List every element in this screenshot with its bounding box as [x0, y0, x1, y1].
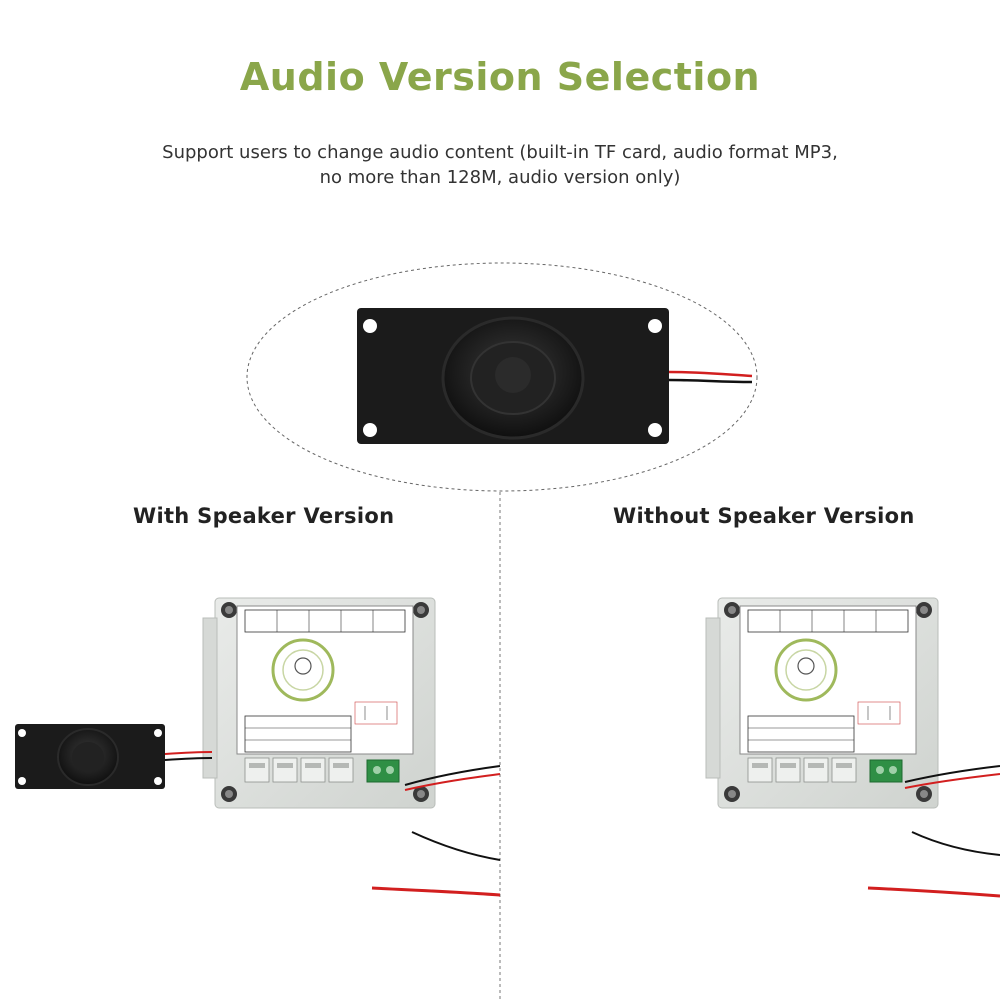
with-speaker-label: With Speaker Version	[133, 504, 395, 528]
controller-board-without-speaker	[704, 596, 940, 810]
speaker-small	[15, 724, 213, 789]
subtitle-line-1: Support users to change audio content (b…	[162, 142, 838, 163]
without-speaker-label: Without Speaker Version	[613, 504, 915, 528]
page-subtitle: Support users to change audio content (b…	[100, 140, 900, 190]
page-title: Audio Version Selection	[239, 55, 761, 99]
speaker-highlight-ellipse	[246, 262, 758, 492]
subtitle-line-2: no more than 128M, audio version only)	[319, 167, 681, 188]
controller-board-with-speaker	[201, 596, 437, 810]
speaker-large	[357, 308, 753, 444]
